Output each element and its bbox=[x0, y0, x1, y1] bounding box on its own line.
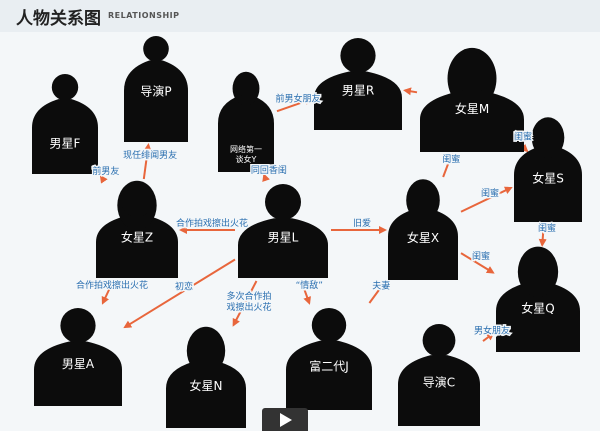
person-silhouette bbox=[514, 145, 582, 222]
person-head bbox=[521, 249, 555, 284]
person-M: 女星M bbox=[420, 47, 524, 152]
relation-label: 闺蜜 bbox=[472, 250, 490, 262]
relation-label: 前男友 bbox=[92, 165, 119, 177]
person-name-A: 男星A bbox=[62, 357, 95, 371]
person-N: 女星N bbox=[166, 326, 246, 428]
relation-arrow bbox=[368, 280, 387, 304]
relation-label: 初恋 bbox=[175, 280, 193, 292]
person-name-P: 导演P bbox=[140, 84, 171, 99]
person-name-Q: 女星Q bbox=[521, 300, 554, 315]
person-silhouette bbox=[286, 340, 372, 410]
person-head bbox=[451, 52, 493, 93]
person-silhouette bbox=[314, 71, 402, 130]
person-name-X: 女星X bbox=[407, 230, 439, 245]
person-silhouette bbox=[96, 215, 178, 278]
person-head bbox=[120, 184, 154, 217]
relation-arrow bbox=[442, 153, 454, 178]
person-C: 导演C bbox=[398, 324, 480, 426]
relation-label: 闺蜜 bbox=[514, 131, 532, 143]
person-F: 男星F bbox=[32, 74, 98, 174]
person-silhouette bbox=[218, 95, 274, 172]
person-name-F: 男星F bbox=[50, 136, 81, 150]
page-title: 人物关系图 bbox=[16, 9, 101, 29]
person-S: 女星S bbox=[514, 117, 582, 222]
person-name-Z: 女星Z bbox=[121, 230, 153, 245]
relation-label: 夫妻 bbox=[372, 279, 390, 291]
person-silhouette bbox=[388, 208, 458, 280]
person-silhouette bbox=[238, 218, 328, 278]
person-R: 男星R bbox=[314, 38, 402, 130]
video-play-button[interactable] bbox=[262, 408, 308, 431]
relation-label: 同回香闺 bbox=[251, 165, 287, 176]
relation-label: 合作拍戏擦出火花 bbox=[176, 217, 248, 229]
person-Y: 网络第一谈女Y bbox=[218, 71, 274, 172]
person-head bbox=[60, 308, 96, 344]
person-head bbox=[422, 324, 456, 357]
relation-label: 前男女朋友 bbox=[275, 92, 320, 104]
relation-arrow bbox=[538, 224, 547, 247]
person-head bbox=[234, 74, 258, 97]
person-name-R: 男星R bbox=[342, 83, 374, 97]
person-silhouette bbox=[34, 341, 122, 406]
person-P: 导演P bbox=[124, 36, 188, 142]
person-A: 男星A bbox=[34, 308, 122, 406]
person-name-M: 女星M bbox=[455, 101, 489, 116]
person-silhouette bbox=[32, 99, 98, 174]
relation-label: 旧爱 bbox=[353, 218, 371, 229]
person-head bbox=[265, 184, 301, 220]
person-silhouette bbox=[398, 355, 480, 426]
relation-label: 闺蜜 bbox=[442, 153, 460, 165]
person-Z: 女星Z bbox=[96, 180, 178, 278]
relation-arrow bbox=[300, 280, 311, 305]
relation-label: “情敌” bbox=[296, 279, 323, 291]
relation-label: 男女朋友 bbox=[474, 324, 510, 336]
person-J: 富二代J bbox=[286, 308, 372, 410]
relation-arrow bbox=[99, 174, 108, 184]
person-name-N: 女星N bbox=[190, 378, 223, 393]
relation-arrow bbox=[142, 143, 152, 180]
relation-label: 闺蜜 bbox=[538, 222, 556, 234]
relation-arrow bbox=[460, 186, 513, 213]
person-L: 男星L bbox=[238, 184, 328, 278]
person-name-L: 男星L bbox=[268, 231, 299, 245]
relation-arrow bbox=[232, 280, 258, 327]
relation-label: 闺蜜 bbox=[481, 187, 499, 199]
person-head bbox=[534, 120, 562, 148]
page-subtitle: RELATIONSHIP bbox=[108, 11, 180, 20]
person-silhouette bbox=[166, 360, 246, 428]
relation-arrow bbox=[482, 332, 495, 342]
person-name-C: 导演C bbox=[423, 374, 455, 389]
person-head bbox=[51, 74, 79, 101]
relation-arrow bbox=[403, 87, 418, 96]
header-bar: 人物关系图 RELATIONSHIP bbox=[0, 0, 600, 32]
person-head bbox=[409, 182, 437, 210]
relation-arrow bbox=[123, 258, 236, 329]
relation-label: 现任绯闻男友 bbox=[123, 149, 177, 161]
person-head bbox=[143, 36, 169, 62]
relation-arrow bbox=[262, 173, 270, 182]
relation-arrow bbox=[460, 252, 495, 274]
relation-arrow bbox=[276, 97, 313, 113]
person-Q: 女星Q bbox=[496, 246, 580, 352]
relation-arrow bbox=[101, 280, 115, 305]
person-head bbox=[311, 308, 347, 343]
person-name-Y: 网络第一谈女Y bbox=[230, 144, 262, 164]
person-silhouette bbox=[420, 90, 524, 152]
person-silhouette bbox=[496, 281, 580, 352]
person-X: 女星X bbox=[388, 179, 458, 280]
person-name-J: 富二代J bbox=[309, 358, 349, 373]
person-silhouette bbox=[124, 60, 188, 142]
person-name-S: 女星S bbox=[532, 170, 564, 185]
relation-label: 合作拍戏擦出火花 bbox=[76, 279, 148, 291]
person-head bbox=[190, 330, 222, 362]
person-head bbox=[340, 38, 376, 74]
relation-label: 多次合作拍戏擦出火花 bbox=[227, 290, 272, 313]
